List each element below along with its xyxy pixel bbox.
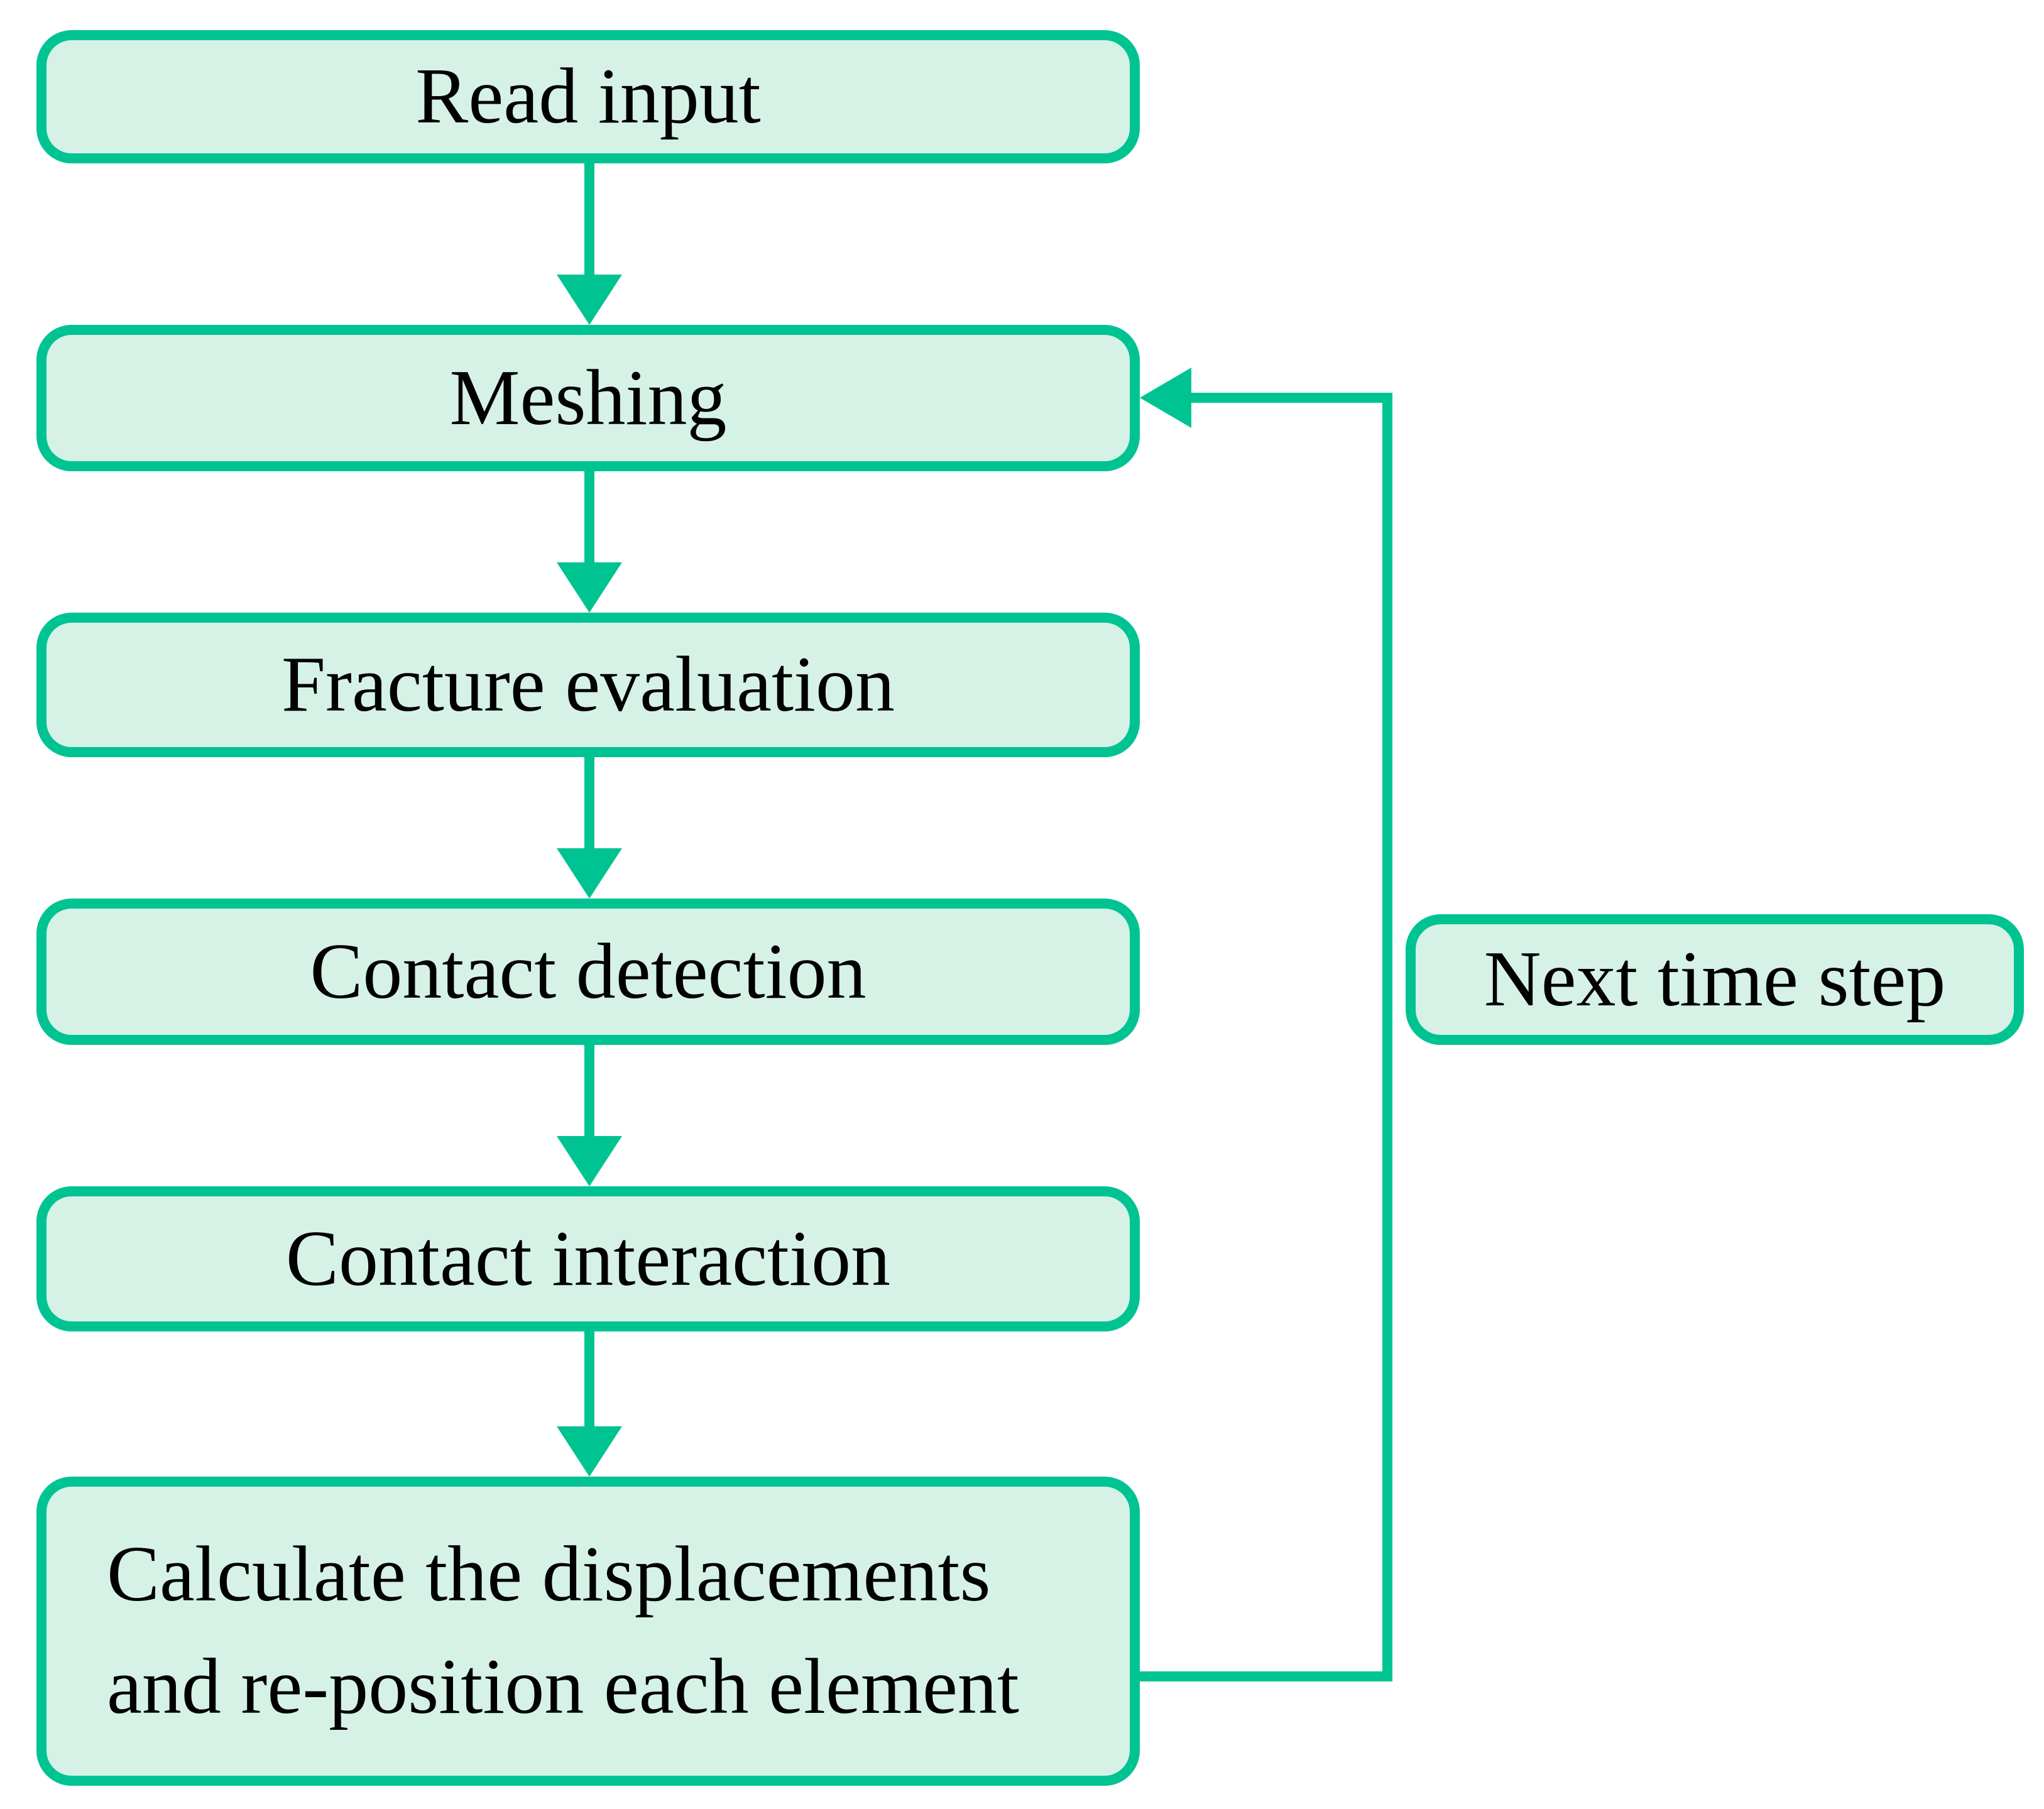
node-read-input: Read input — [36, 30, 1140, 163]
node-calculate-displacements-label-line2: and re-position each element — [107, 1643, 1019, 1730]
node-contact-interaction: Contact interaction — [36, 1186, 1140, 1331]
node-fracture-evaluation-label: Fracture evaluation — [281, 641, 895, 729]
feedback-loop-vertical-segment — [1382, 393, 1392, 1681]
node-contact-interaction-label: Contact interaction — [285, 1215, 891, 1303]
arrow-down-icon — [557, 562, 622, 613]
arrow-down-icon — [557, 1426, 622, 1477]
node-contact-detection-label: Contact detection — [310, 927, 866, 1015]
node-read-input-label: Read input — [415, 53, 761, 141]
node-meshing-label: Meshing — [449, 354, 727, 442]
arrow-down-icon — [557, 848, 622, 899]
node-next-time-step-label: Next time step — [1484, 936, 1946, 1024]
node-meshing: Meshing — [36, 325, 1140, 471]
arrow-interaction-to-calculate-stem — [584, 1331, 594, 1426]
arrow-left-icon — [1140, 368, 1191, 428]
node-contact-detection: Contact detection — [36, 899, 1140, 1045]
arrow-meshing-to-fracture-stem — [584, 471, 594, 562]
arrow-read-input-to-meshing-stem — [584, 163, 594, 275]
arrow-contact-detection-to-interaction-stem — [584, 1045, 594, 1136]
arrow-fracture-to-contact-detection-stem — [584, 757, 594, 848]
feedback-loop-bottom-segment — [1139, 1671, 1392, 1681]
arrow-down-icon — [557, 1136, 622, 1186]
node-fracture-evaluation: Fracture evaluation — [36, 613, 1140, 757]
node-calculate-displacements-label-line1: Calculate the displacements — [107, 1531, 991, 1619]
node-calculate-displacements: Calculate the displacements and re-posit… — [36, 1477, 1140, 1786]
node-next-time-step: Next time step — [1406, 914, 2024, 1045]
arrow-down-icon — [557, 275, 622, 325]
feedback-loop-top-segment — [1189, 393, 1392, 403]
